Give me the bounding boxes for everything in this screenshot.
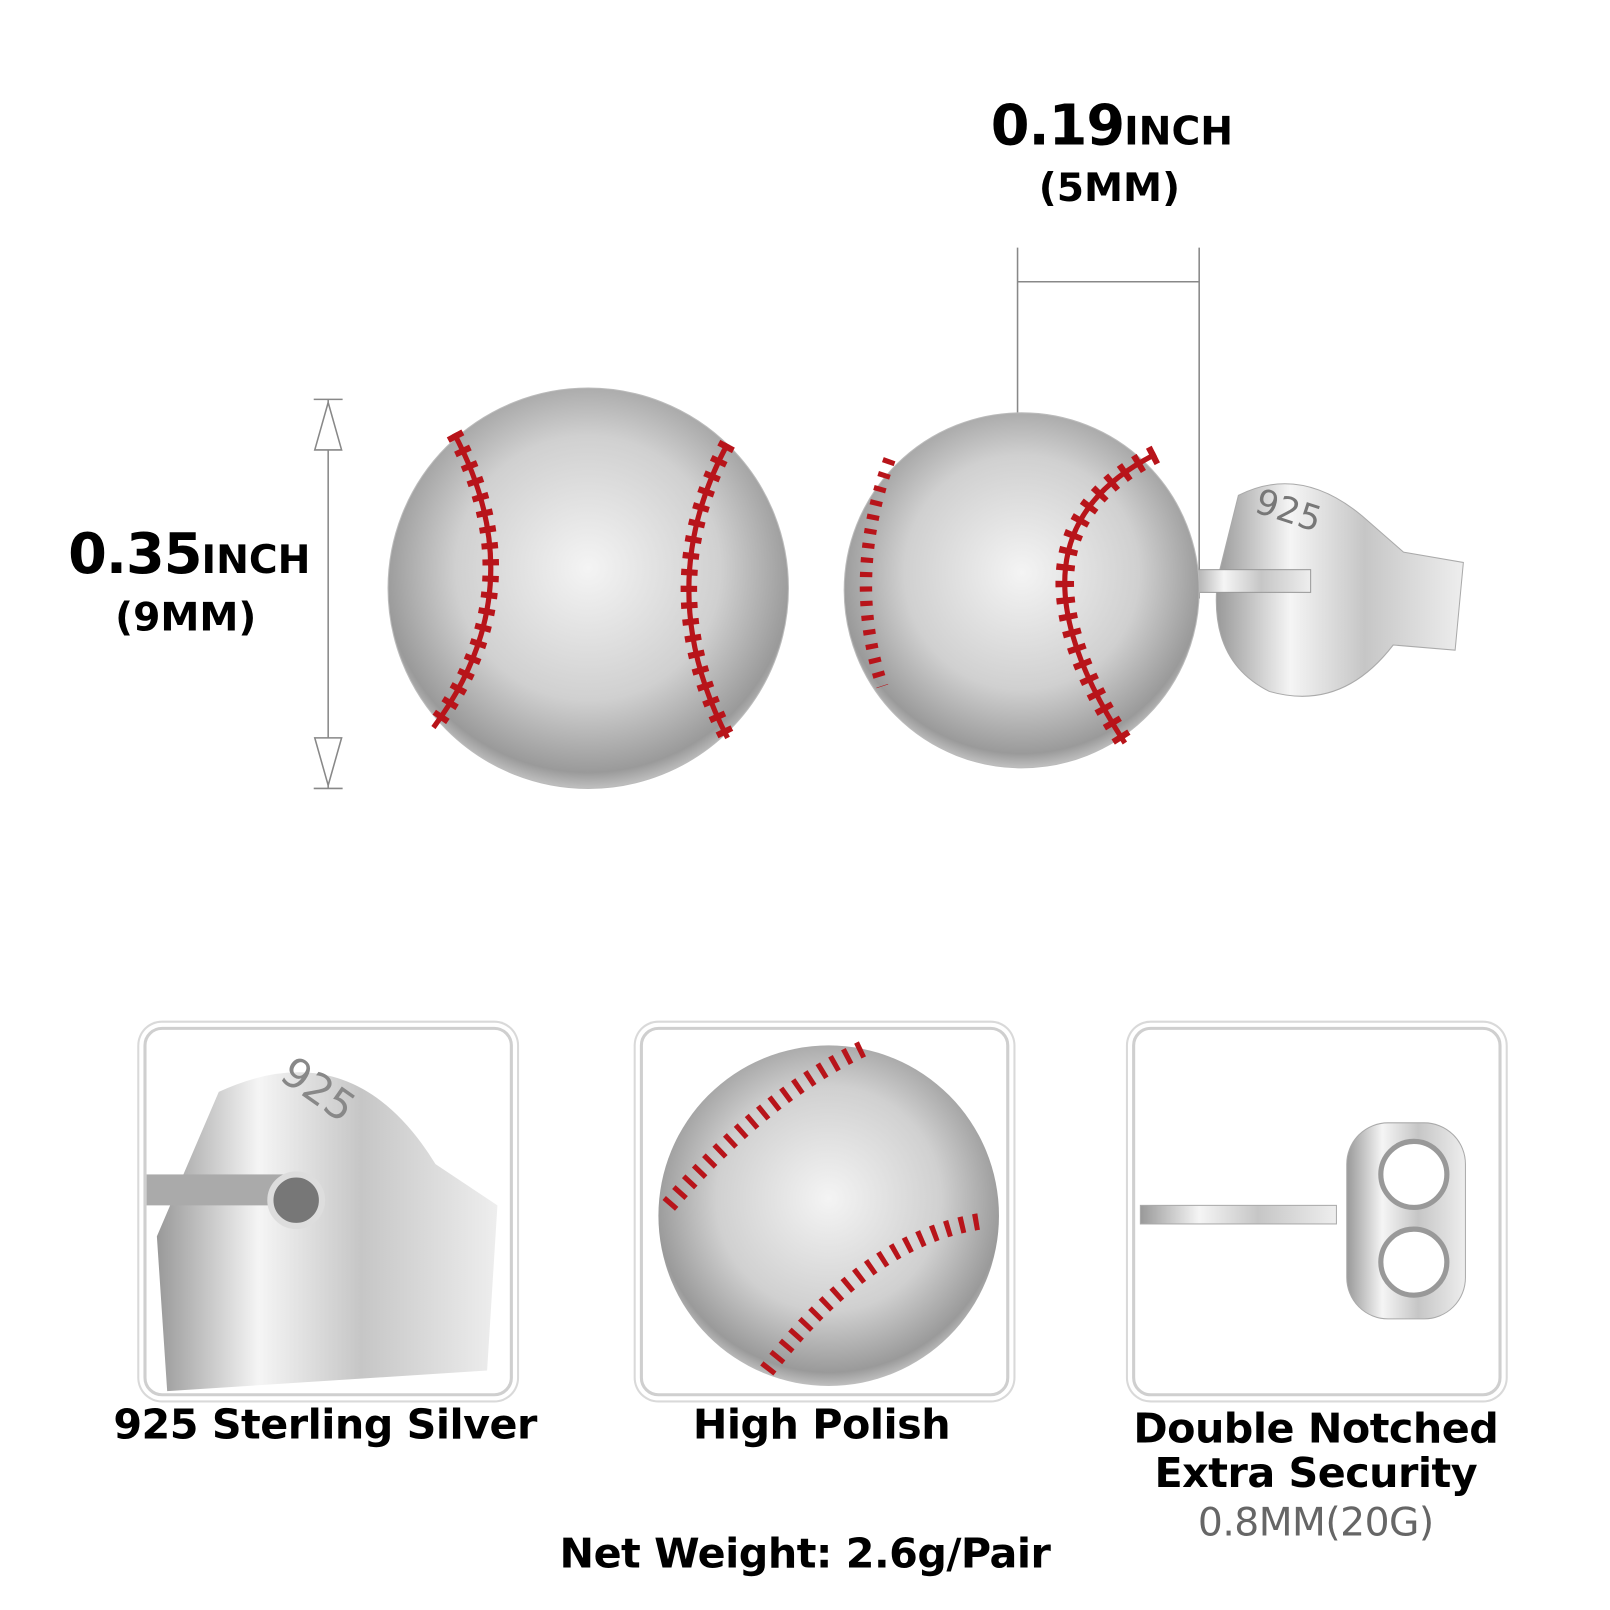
height-value: 0.35 — [68, 521, 202, 587]
height-unit: INCH — [201, 536, 311, 583]
width-dimension-label: 0.19INCH — [991, 93, 1239, 158]
feature-caption-sterling-silver: 925 Sterling Silver — [113, 1401, 537, 1449]
feature-caption-high-polish: High Polish — [692, 1401, 951, 1449]
net-weight: Net Weight: 2.6g/Pair — [559, 1530, 1051, 1578]
width-metric: (5MM) — [1038, 165, 1180, 211]
width-value: 0.19 — [990, 92, 1125, 158]
feature-image-sterling-silver: 925 — [143, 1026, 513, 1397]
feature-caption-double-notched: Double Notched — [1133, 1405, 1499, 1454]
feature-image-high-polish — [639, 1026, 1010, 1397]
feature-detail-gauge: 0.8MM(20G) — [1197, 1499, 1434, 1545]
height-metric: (9MM) — [115, 594, 257, 640]
feature-caption-extra-security: Extra Security — [1154, 1449, 1478, 1498]
width-unit: INCH — [1124, 108, 1234, 154]
height-dimension-label: 0.35INCH — [68, 521, 316, 586]
feature-image-double-notched — [1132, 1026, 1502, 1397]
